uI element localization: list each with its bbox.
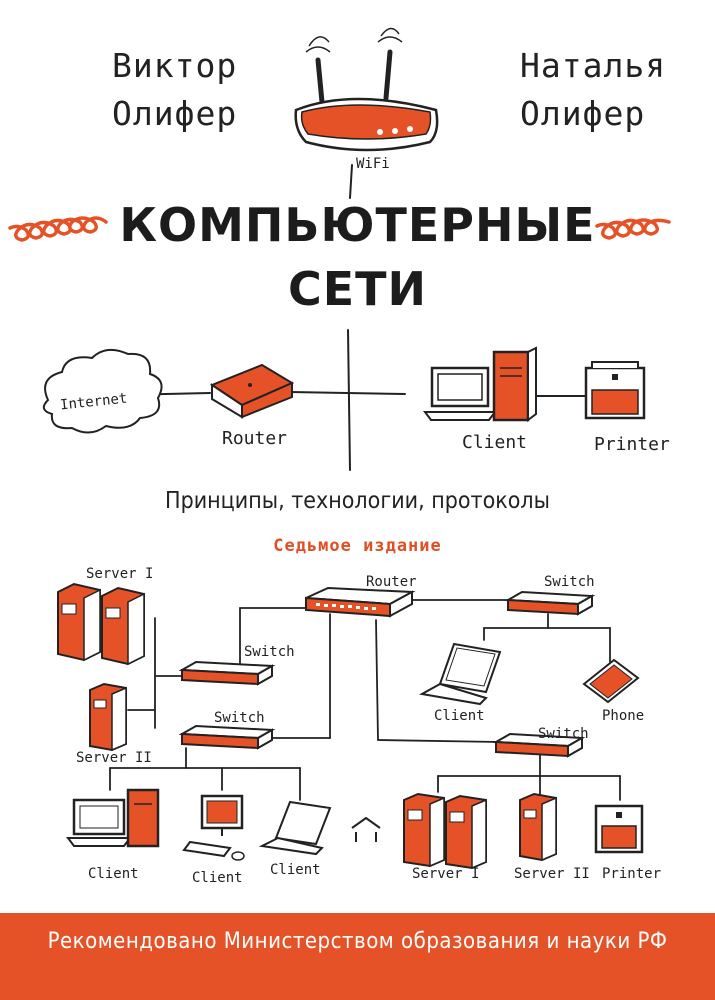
edition-label: Седьмое издание [273, 536, 442, 556]
desktop-computer-icon [182, 794, 245, 861]
client-bottom-3-label: Client [270, 862, 321, 878]
network-switch-icon [178, 660, 276, 686]
switch-left-1-label: Switch [244, 644, 295, 660]
client-bottom-2-label: Client [192, 870, 243, 886]
server-icon [89, 682, 127, 752]
decorative-loops-left [8, 216, 108, 242]
phone-label: Phone [602, 708, 645, 724]
switch-left-2-label: Switch [214, 710, 265, 726]
router-icon [209, 363, 295, 419]
publisher-logo [351, 816, 381, 842]
printer-bottom-label: Printer [602, 866, 662, 882]
laptop-icon [419, 642, 502, 706]
book-title-line-2: СЕТИ [287, 262, 428, 316]
server-1-label: Server I [86, 566, 154, 582]
printer-icon [594, 804, 644, 854]
desktop-computer-icon [423, 346, 537, 422]
author-left: Виктор Олифер [112, 42, 237, 138]
server-icon [519, 792, 557, 862]
author-right: Наталья Олифер [520, 42, 666, 138]
footer-bar [0, 913, 715, 1000]
switch-bottom-right-label: Switch [538, 726, 589, 742]
phone-icon [582, 658, 640, 704]
network-switch-icon [504, 590, 596, 616]
switch-top-right-label: Switch [544, 574, 595, 590]
printer-label: Printer [594, 434, 670, 455]
author-left-first-name: Виктор [112, 46, 238, 85]
server-icon [403, 792, 487, 870]
internet-cloud-icon [42, 348, 163, 434]
desktop-computer-icon [66, 788, 160, 848]
client-label: Client [462, 432, 528, 453]
server-bottom-1-label: Server I [412, 866, 480, 882]
server-bottom-2-label: Server II [514, 866, 590, 882]
wifi-router-icon [294, 27, 439, 152]
footer-recommendation: Рекомендовано Министерством образования … [47, 929, 668, 954]
network-router-icon [305, 586, 416, 618]
client-bottom-1-label: Client [88, 866, 139, 882]
book-title-line-1: КОМПЬЮТЕРНЫЕ [119, 198, 596, 252]
router-label: Router [222, 428, 288, 449]
author-right-last-name: Олифер [520, 94, 646, 133]
book-subtitle: Принципы, технологии, протоколы [165, 488, 550, 514]
network-router-label: Router [366, 574, 417, 590]
decorative-loops-right [595, 218, 671, 240]
author-left-last-name: Олифер [112, 94, 238, 133]
server-icon [57, 582, 145, 666]
network-switch-icon [492, 732, 586, 758]
client-laptop-label: Client [434, 708, 485, 724]
laptop-icon [258, 800, 332, 856]
network-switch-icon [178, 724, 276, 750]
wifi-label: WiFi [356, 156, 390, 172]
server-2-label: Server II [76, 750, 152, 766]
printer-icon [584, 361, 646, 420]
author-right-first-name: Наталья [520, 46, 667, 85]
